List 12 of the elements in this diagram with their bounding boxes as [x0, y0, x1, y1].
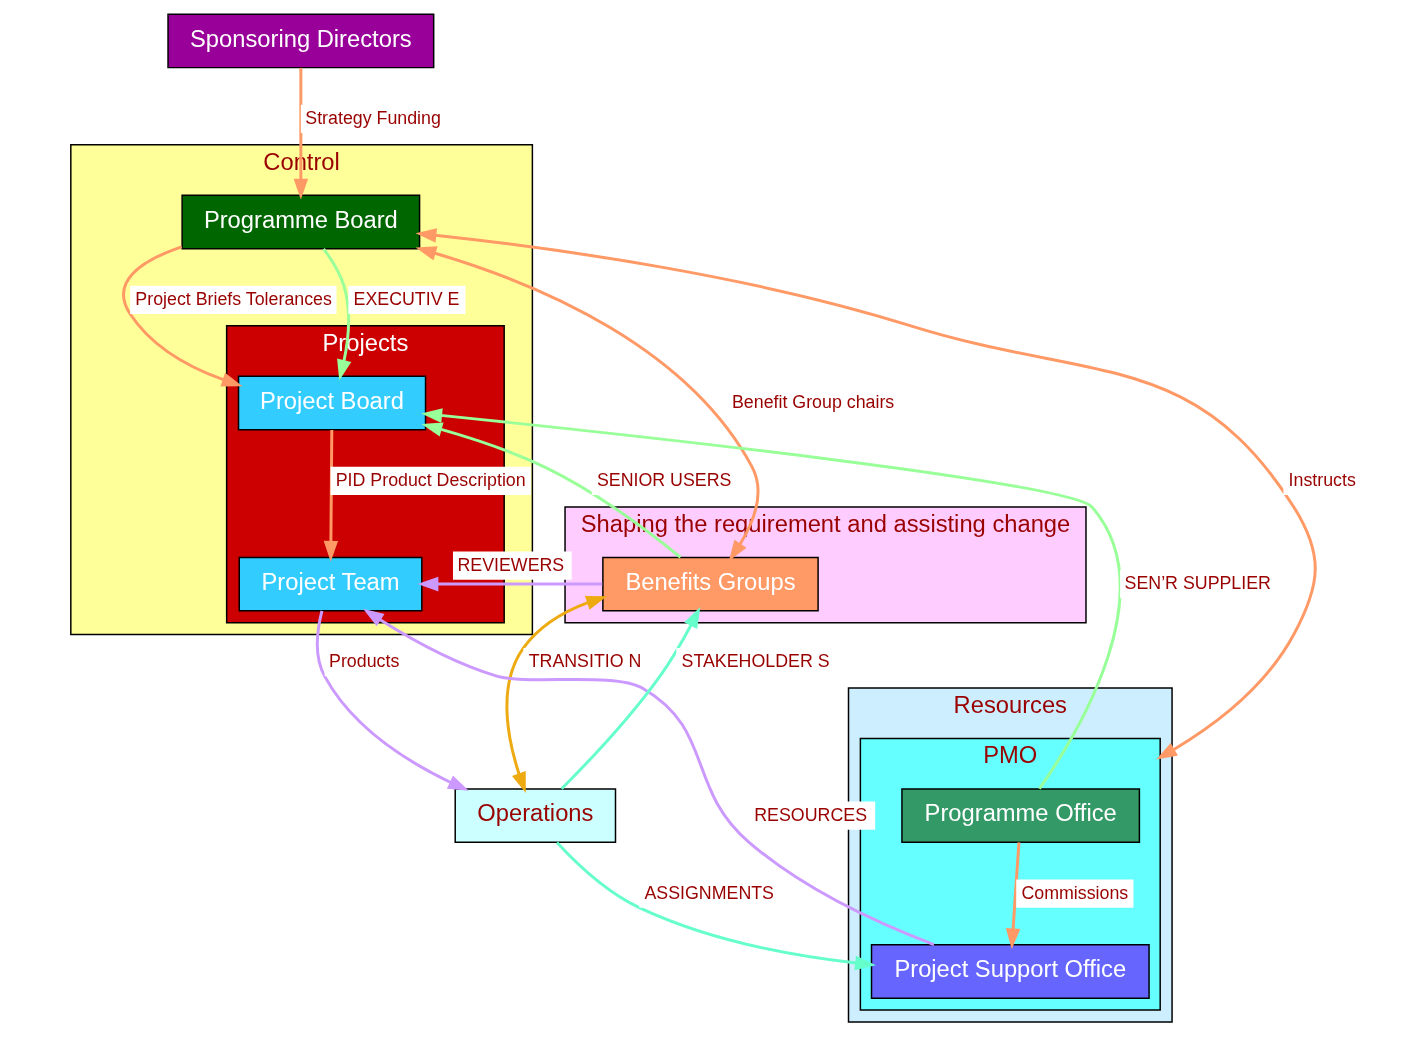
- edge-label: Commissions: [1021, 882, 1129, 903]
- edge-label: STAKEHOLDER S: [681, 651, 830, 672]
- edge-label: ASSIGNMENTS: [644, 882, 774, 903]
- edge-label: Products: [329, 651, 400, 672]
- edge-label: SENIOR USERS: [596, 470, 732, 491]
- edge-label: Benefit Group chairs: [732, 392, 895, 413]
- edge-label: SEN’R SUPPLIER: [1124, 573, 1271, 594]
- edge-label: TRANSITIO N: [528, 651, 642, 672]
- edge-label: Instructs: [1288, 470, 1356, 491]
- edge-label: EXECUTIV E: [353, 289, 460, 310]
- edge-label: Strategy Funding: [305, 108, 441, 129]
- edge-label: Project Briefs Tolerances: [135, 289, 332, 310]
